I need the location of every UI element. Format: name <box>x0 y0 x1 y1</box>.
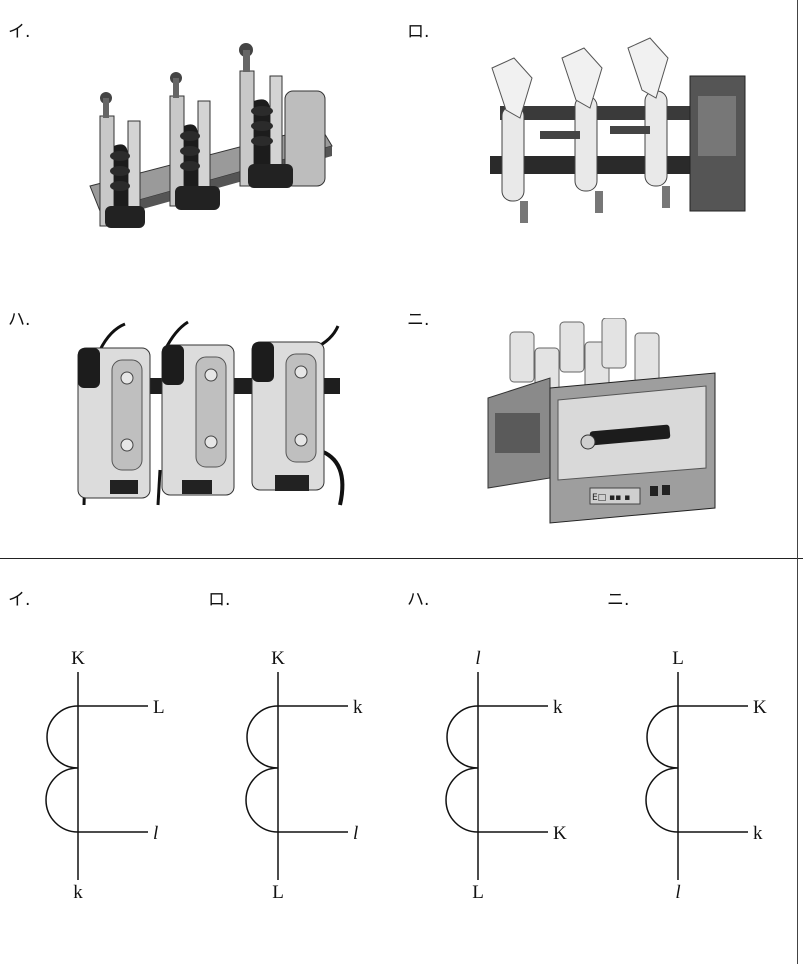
terminal-lower-branch-label: l <box>153 823 158 844</box>
nameplate-text: E□ ▪▪ ▪ <box>592 493 630 503</box>
terminal-upper-branch-label: L <box>153 697 165 718</box>
diagram-option-label-ro: ロ. <box>208 590 231 610</box>
terminal-top-label: L <box>672 648 684 669</box>
photo-option-label-i: イ. <box>8 22 31 42</box>
terminal-top-label: K <box>71 648 85 669</box>
terminal-top-label: l <box>475 648 480 669</box>
terminal-bottom-label: l <box>675 882 680 903</box>
terminal-bottom-label: L <box>272 882 284 903</box>
photo-circuit-breaker: E□ ▪▪ ▪ <box>480 318 750 533</box>
ct-diagram-i: K L l k <box>40 640 190 910</box>
page-edge <box>797 0 798 964</box>
ct-diagram-ro: K k l L <box>240 640 390 910</box>
photo-option-label-ni: ニ. <box>407 310 430 330</box>
photo-option-label-ro: ロ. <box>407 22 430 42</box>
terminal-top-label: K <box>271 648 285 669</box>
terminal-upper-branch-label: k <box>553 697 563 718</box>
diagram-option-label-ni: ニ. <box>607 590 630 610</box>
terminal-upper-branch-label: k <box>353 697 363 718</box>
section-divider <box>0 558 803 559</box>
photo-option-label-ha: ハ. <box>8 310 31 330</box>
terminal-upper-branch-label: K <box>753 697 767 718</box>
terminal-lower-branch-label: K <box>553 823 567 844</box>
terminal-bottom-label: k <box>73 882 83 903</box>
diagram-option-label-ha: ハ. <box>407 590 430 610</box>
ct-diagram-ha: l k K L <box>440 640 590 910</box>
photo-molded-units <box>70 320 360 510</box>
terminal-lower-branch-label: k <box>753 823 763 844</box>
photo-disconnect-switch <box>70 36 360 246</box>
ct-diagram-ni: L K k l <box>640 640 790 910</box>
terminal-bottom-label: L <box>472 882 484 903</box>
terminal-lower-branch-label: l <box>353 823 358 844</box>
diagram-option-label-i: イ. <box>8 590 31 610</box>
photo-load-break-switch <box>480 36 760 236</box>
